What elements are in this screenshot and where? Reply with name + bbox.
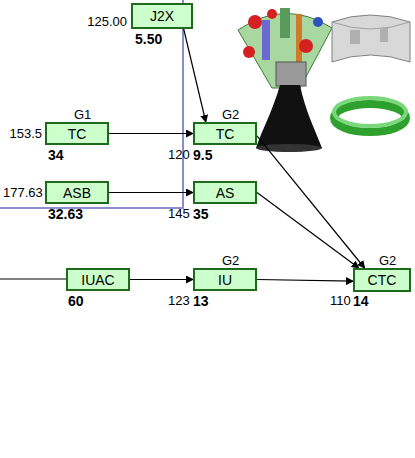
box-label: CTC bbox=[368, 272, 397, 288]
box-label: IUAC bbox=[81, 272, 114, 288]
process-box: G2CTC bbox=[353, 268, 411, 292]
flow-arrow bbox=[109, 133, 193, 134]
group-label: G2 bbox=[222, 107, 239, 122]
date-number: 123 bbox=[168, 293, 190, 308]
box-label: J2X bbox=[150, 8, 174, 24]
group-label: G2 bbox=[222, 253, 239, 268]
date-number: 125.00 bbox=[87, 14, 127, 29]
flow-arrow bbox=[184, 29, 206, 122]
flow-arrow bbox=[109, 192, 193, 193]
process-box: G2IU bbox=[193, 268, 257, 291]
flow-arrow bbox=[257, 193, 359, 269]
date-number: 177.63 bbox=[3, 185, 43, 200]
group-label: G2 bbox=[379, 253, 396, 268]
process-box: G1TC bbox=[45, 122, 109, 145]
flow-arrow bbox=[257, 280, 353, 282]
duration-number: 9.5 bbox=[193, 147, 212, 163]
duration-number: 60 bbox=[68, 293, 84, 309]
duration-number: 14 bbox=[353, 293, 369, 309]
flow-arrow bbox=[257, 136, 365, 268]
box-label: TC bbox=[216, 126, 235, 142]
process-box: IUAC bbox=[66, 268, 130, 291]
green-ring-illustration bbox=[334, 98, 406, 132]
process-box: ASB bbox=[45, 181, 109, 204]
date-number: 120 bbox=[168, 147, 190, 162]
box-label: TC bbox=[68, 126, 87, 142]
box-label: AS bbox=[216, 185, 235, 201]
process-box: J2X bbox=[131, 3, 193, 29]
duration-number: 35 bbox=[193, 206, 209, 222]
incoming-line bbox=[0, 278, 66, 279]
group-label: G1 bbox=[74, 107, 91, 122]
process-box: AS bbox=[193, 181, 257, 204]
duration-number: 32.63 bbox=[48, 206, 83, 222]
box-label: IU bbox=[218, 272, 232, 288]
process-box: G2TC bbox=[193, 122, 257, 145]
duration-number: 5.50 bbox=[135, 31, 162, 47]
flow-arrow bbox=[130, 279, 193, 280]
duration-number: 13 bbox=[193, 293, 209, 309]
date-number: 153.5 bbox=[9, 126, 42, 141]
frame-line bbox=[0, 0, 183, 208]
date-number: 145 bbox=[168, 206, 190, 221]
ring-illustration bbox=[332, 15, 410, 62]
duration-number: 34 bbox=[48, 147, 64, 163]
box-label: ASB bbox=[63, 185, 91, 201]
date-number: 110 bbox=[330, 293, 351, 308]
